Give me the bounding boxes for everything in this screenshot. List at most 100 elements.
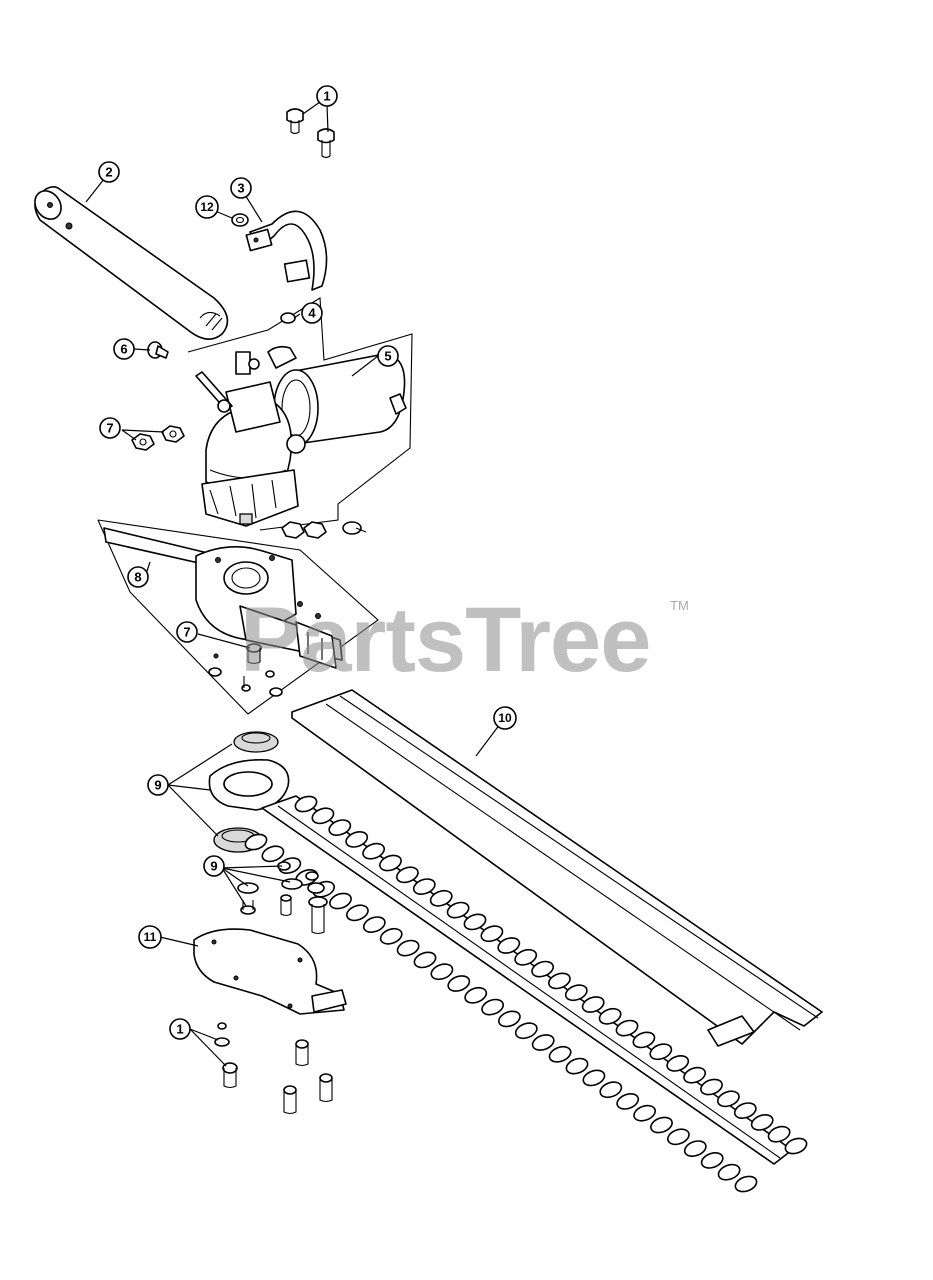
blade-tooth xyxy=(734,1175,758,1193)
part-5-gearbox-motor xyxy=(195,345,407,527)
blade-tooth xyxy=(581,996,605,1013)
part-10-blade-guard xyxy=(291,689,823,1047)
blade-tooth xyxy=(395,866,419,884)
blade-tooth xyxy=(633,1104,657,1122)
svg-text:2: 2 xyxy=(105,165,112,180)
callout-12: 12 xyxy=(195,195,219,219)
svg-text:7: 7 xyxy=(106,421,113,436)
blade-tooth xyxy=(362,916,386,933)
blade-tooth xyxy=(362,842,386,860)
svg-text:9: 9 xyxy=(154,778,161,793)
part-1-screws-bottom xyxy=(214,1022,333,1115)
svg-text:8: 8 xyxy=(134,570,141,585)
blade-tooth xyxy=(464,986,488,1004)
blade-tooth xyxy=(345,831,369,848)
blade-tooth xyxy=(650,1116,673,1134)
blade-tooth xyxy=(547,972,571,990)
blade-tooth xyxy=(412,878,436,895)
blade-tooth xyxy=(311,807,335,825)
blade-tooth xyxy=(446,901,470,919)
blade-tooth xyxy=(649,1043,673,1061)
svg-text:10: 10 xyxy=(498,711,512,725)
part-12-nut xyxy=(231,213,249,227)
blade-tooth xyxy=(599,1081,623,1099)
svg-text:11: 11 xyxy=(144,930,157,944)
blade-tooth xyxy=(615,1019,639,1037)
blade-tooth xyxy=(481,998,505,1016)
callout-9-upper: 9 xyxy=(147,774,169,796)
part-2-drive-tube xyxy=(34,186,229,340)
blade-tooth xyxy=(531,960,555,978)
blade-tooth xyxy=(717,1163,741,1181)
blade-tooth xyxy=(564,984,588,1002)
callout-11: 11 xyxy=(138,925,162,949)
svg-text:3: 3 xyxy=(237,181,244,196)
blade-tooth xyxy=(514,1022,538,1040)
svg-text:12: 12 xyxy=(200,200,214,214)
blade-tooth xyxy=(700,1078,723,1096)
blade-tooth xyxy=(497,937,521,954)
blade-tooth xyxy=(733,1102,757,1119)
part-1-screws-top xyxy=(286,108,335,159)
blade-tooth xyxy=(345,904,369,922)
blade-tooth xyxy=(666,1055,690,1072)
callout-9-lower: 9 xyxy=(203,855,225,877)
callout-7-upper: 7 xyxy=(99,417,121,439)
blade-tooth xyxy=(497,1010,521,1028)
blade-tooth xyxy=(700,1152,724,1169)
callout-6: 6 xyxy=(113,338,135,360)
part-4-washer xyxy=(280,312,296,324)
cutter-blades xyxy=(244,795,808,1193)
part-3-handle-bracket xyxy=(245,210,328,291)
blade-tooth xyxy=(244,833,268,851)
svg-text:4: 4 xyxy=(308,306,316,321)
blade-tooth xyxy=(514,948,538,966)
svg-text:7: 7 xyxy=(183,625,190,640)
blade-tooth xyxy=(598,1007,622,1025)
part-6-bolt xyxy=(147,341,169,359)
callout-5: 5 xyxy=(377,345,399,367)
blade-tooth xyxy=(666,1128,690,1146)
blade-tooth xyxy=(396,939,420,957)
blade-tooth xyxy=(632,1031,656,1049)
blade-tooth xyxy=(379,927,403,945)
blade-tooth xyxy=(548,1045,572,1063)
callout-2: 2 xyxy=(98,161,120,183)
callout-10: 10 xyxy=(493,706,517,730)
blade-tooth xyxy=(463,913,487,931)
partstree-watermark: PartsTree xyxy=(240,589,651,691)
svg-text:6: 6 xyxy=(120,342,127,357)
svg-text:1: 1 xyxy=(176,1022,183,1037)
callout-8: 8 xyxy=(127,566,149,588)
blade-tooth xyxy=(329,892,352,910)
callout-4: 4 xyxy=(301,302,323,324)
callout-3: 3 xyxy=(230,177,252,199)
svg-text:1: 1 xyxy=(323,89,330,104)
blade-tooth xyxy=(582,1069,606,1087)
blade-tooth xyxy=(429,889,453,907)
blade-tooth xyxy=(683,1066,707,1084)
blade-tooth xyxy=(430,963,454,981)
part-7-nuts-upper xyxy=(131,425,185,451)
svg-text:9: 9 xyxy=(210,859,217,874)
svg-text:5: 5 xyxy=(384,349,391,364)
blade-tooth xyxy=(767,1125,791,1143)
trademark-mark: TM xyxy=(670,598,689,613)
leader-lines xyxy=(85,96,504,1067)
blade-tooth xyxy=(379,854,402,872)
blade-tooth xyxy=(683,1140,707,1157)
blade-tooth xyxy=(294,795,318,813)
blade-tooth xyxy=(716,1090,740,1108)
blade-tooth xyxy=(616,1093,640,1110)
part-8-gear-case xyxy=(97,519,379,715)
blade-tooth xyxy=(750,1114,774,1131)
blade-tooth xyxy=(480,925,504,943)
blade-tooth xyxy=(784,1137,808,1155)
part-11-cover-plate xyxy=(193,928,347,1015)
callout-7-lower: 7 xyxy=(176,621,198,643)
blade-tooth xyxy=(447,975,471,992)
blade-tooth xyxy=(413,951,437,969)
blade-tooth xyxy=(261,845,285,863)
callout-1-top: 1 xyxy=(316,85,338,107)
